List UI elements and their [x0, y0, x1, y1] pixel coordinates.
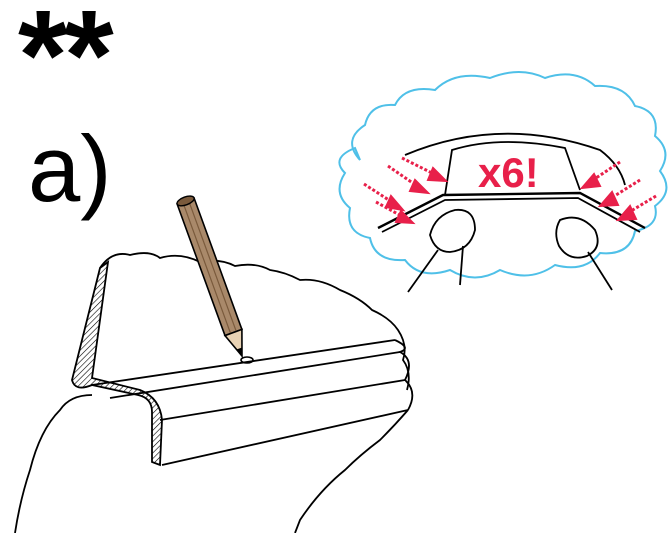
upper-panel-edge: [100, 253, 409, 390]
pencil-icon: [176, 194, 251, 359]
lower-panel-right-edge: [295, 410, 408, 533]
trim-bottom: [162, 410, 408, 465]
trim-line-3: [160, 380, 405, 420]
trim-end-curve: [395, 340, 412, 410]
right-arm: [588, 252, 612, 290]
trim-cross-section: [72, 262, 162, 465]
multiplier-label: x6!: [478, 149, 539, 196]
lower-panel-edge: [15, 395, 92, 533]
